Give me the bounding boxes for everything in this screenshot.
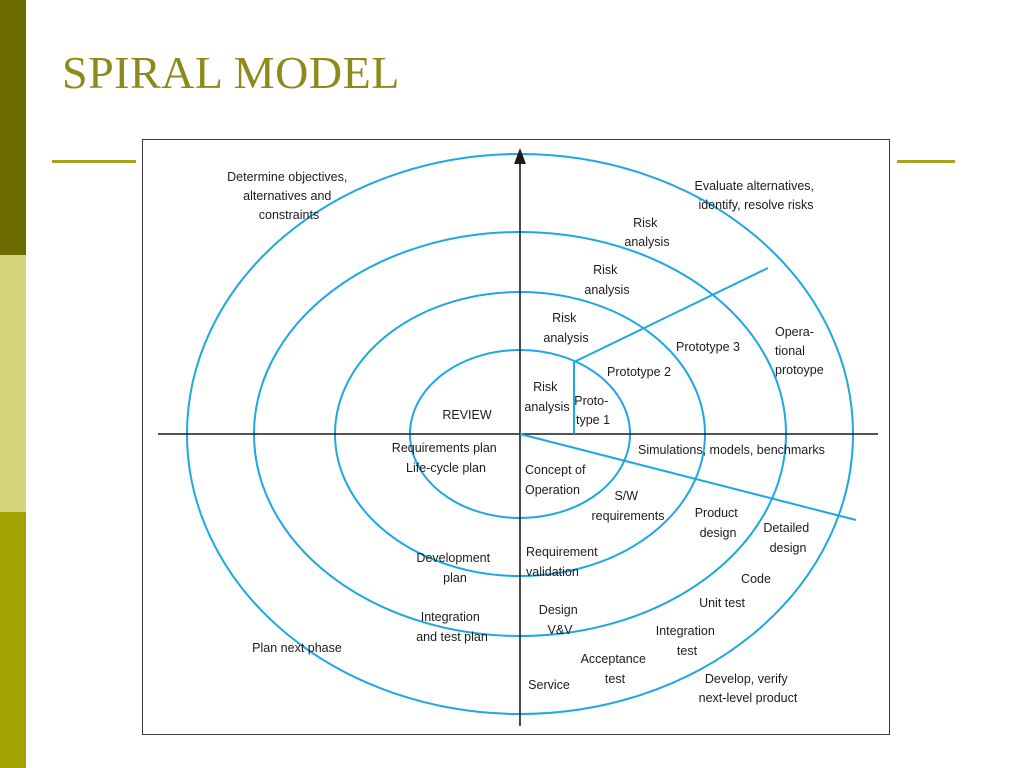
requirement-validation-label: Requirement validation (526, 545, 601, 579)
risk-analysis-label-2: Risk analysis (543, 311, 588, 345)
simulations-label: Simulations, models, benchmarks (638, 443, 825, 457)
risk-analysis-label-4: Risk analysis (624, 216, 669, 249)
slide-title: SPIRAL MODEL (62, 47, 400, 98)
title-underline-left (52, 160, 136, 163)
detailed-design-label: Detailed design (763, 521, 812, 555)
prototype-2-label: Prototype 2 (607, 365, 671, 379)
quadrant-label-plan-next-phase: Plan next phase (252, 641, 342, 655)
development-plan-label: Development plan (416, 551, 493, 585)
quadrant-label-develop: Develop, verify next-level product (699, 672, 798, 705)
concept-of-operation-label: Concept of Operation (525, 463, 589, 497)
quadrant-label-objectives: Determine objectives, alternatives and c… (227, 170, 351, 222)
development-boundary-line (519, 433, 857, 521)
quadrant-label-evaluate: Evaluate alternatives, identify, resolve… (695, 179, 818, 212)
left-decor-bar (0, 0, 26, 768)
axes (158, 162, 878, 726)
integration-plan-label: Integration and test plan (416, 610, 488, 644)
requirements-plan-label: Requirements plan Life-cycle plan (392, 441, 500, 475)
phase-boundary-lines (519, 267, 857, 521)
risk-analysis-label-1: Risk analysis (524, 380, 569, 414)
left-bar-light-segment (0, 255, 26, 512)
acceptance-test-label: Acceptance test (581, 652, 650, 686)
prototype-1-label: Proto- type 1 (574, 394, 612, 427)
review-label: REVIEW (442, 408, 492, 422)
sw-requirements-label: S/W requirements (592, 489, 665, 523)
spiral-loop-3 (253, 231, 788, 637)
left-bar-dark-segment (0, 0, 26, 255)
prototype-3-label: Prototype 3 (676, 340, 740, 354)
design-vv-label: Design V&V (539, 603, 581, 637)
code-label: Code (741, 572, 771, 586)
integration-test-label: Integration test (656, 624, 719, 658)
risk-analysis-label-3: Risk analysis (584, 263, 629, 297)
product-design-label: Product design (695, 506, 742, 540)
spiral-loop-4 (186, 153, 855, 715)
operational-prototype-label: Opera- tional protoype (775, 325, 824, 377)
unit-test-label: Unit test (699, 596, 745, 610)
y-axis-arrowhead (514, 148, 526, 164)
left-bar-mid-segment (0, 512, 26, 768)
service-label: Service (528, 678, 570, 692)
title-underline-right (897, 160, 955, 163)
risk-boundary-line (573, 267, 769, 363)
